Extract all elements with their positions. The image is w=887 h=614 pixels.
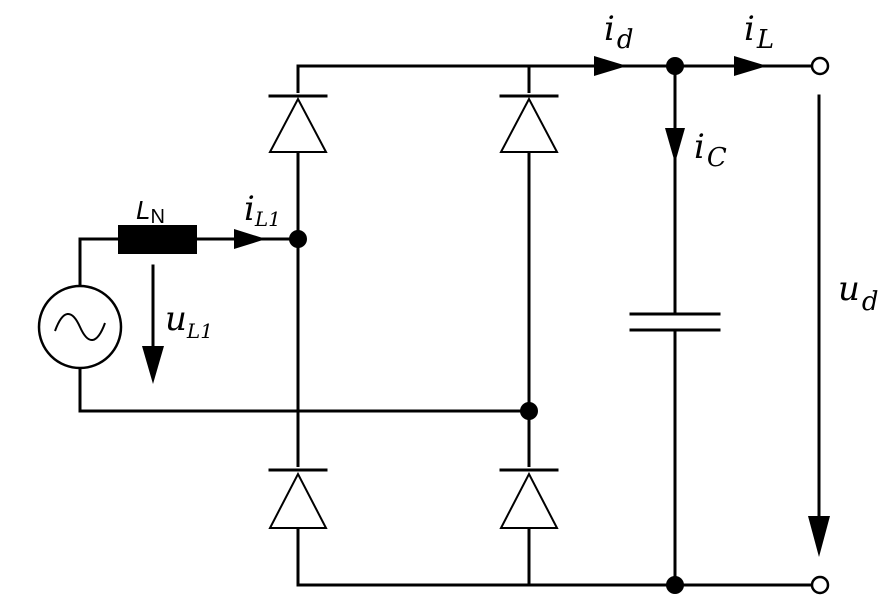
capacitor	[629, 312, 721, 332]
arrow-i-d-icon	[594, 56, 627, 76]
output-terminal-top	[810, 56, 830, 76]
ac-source-icon	[37, 284, 123, 370]
diode-left-top	[268, 93, 328, 153]
label-i-l: iL	[744, 9, 774, 55]
arrow-u-d-icon	[808, 94, 830, 557]
diode-right-top	[499, 93, 559, 153]
label-i-l1: iL1	[244, 189, 281, 231]
label-u-d: ud	[838, 269, 879, 317]
junction-right-mid	[520, 402, 538, 420]
arrow-i-l1-icon	[234, 229, 266, 249]
arrow-u-l1-icon	[142, 264, 164, 384]
label-i-c: iC	[694, 127, 727, 173]
diode-left-bottom	[268, 467, 328, 529]
junction-bottom-cap	[666, 576, 684, 594]
arrow-i-l-icon	[734, 56, 767, 76]
junction-dots	[289, 57, 684, 594]
label-ln: LN	[136, 195, 165, 228]
output-terminal-bottom	[810, 575, 830, 595]
arrow-i-c-icon	[665, 128, 685, 163]
junction-top-cap	[666, 57, 684, 75]
inductor-ln	[118, 225, 197, 254]
label-u-l1: uL1	[165, 299, 213, 343]
label-i-d: id	[604, 9, 634, 55]
diode-right-bottom	[499, 467, 559, 529]
junction-left-mid	[289, 230, 307, 248]
